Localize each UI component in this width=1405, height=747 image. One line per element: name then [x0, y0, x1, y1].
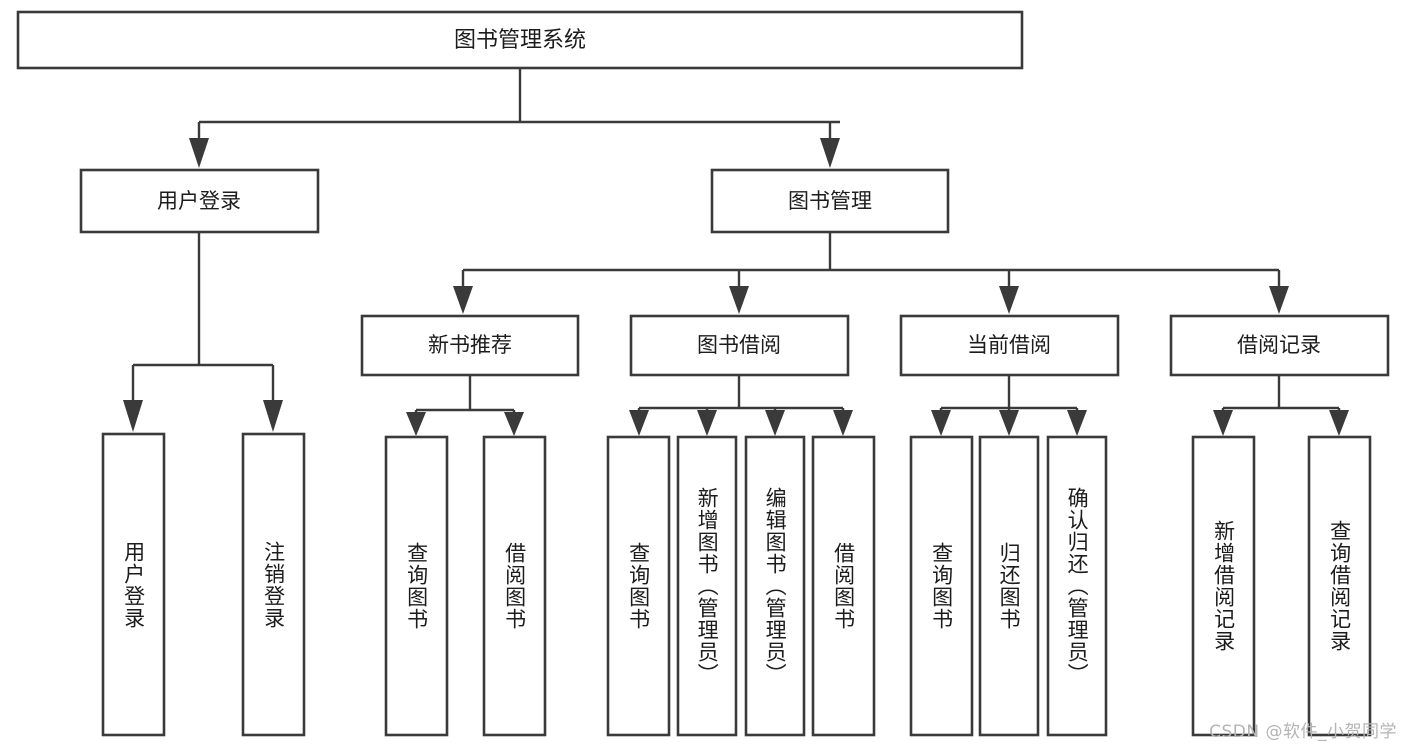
arrow-new-book-leaf2 [504, 412, 524, 436]
node-borrow-record-box[interactable] [1169, 314, 1390, 377]
arrow-to-new-book [453, 286, 473, 314]
node-book-management-box[interactable] [710, 168, 950, 234]
leaf-box-user-login-2[interactable] [241, 432, 306, 737]
node-book-borrow-label: 图书借阅 [697, 333, 781, 357]
arrow-to-borrow-record [1269, 286, 1289, 314]
node-book-borrow-box[interactable] [629, 314, 850, 377]
leaf-boxes-user-login [101, 432, 306, 737]
leaf-box-new-book-2[interactable] [482, 435, 547, 737]
arrow-current-borrow-leaf1 [931, 410, 951, 436]
node-root[interactable]: 图书管理系统 [16, 10, 1024, 70]
arrow-root-to-user-login [189, 138, 209, 168]
arrow-borrow-record-leaf1 [1213, 410, 1233, 436]
arrow-to-book-borrow [729, 286, 749, 314]
leaf-box-current-borrow-1[interactable] [909, 435, 974, 737]
leaf-boxes-book-borrow [606, 435, 876, 737]
arrow-book-borrow-leaf2 [697, 410, 717, 436]
arrow-book-borrow-leaf1 [629, 410, 649, 436]
node-root-box[interactable] [16, 10, 1024, 70]
node-new-book-recommend-box[interactable] [360, 314, 580, 377]
arrow-current-borrow-leaf2 [999, 410, 1019, 436]
node-user-login-box[interactable] [79, 168, 320, 234]
node-root-label: 图书管理系统 [454, 28, 586, 53]
arrow-to-current-borrow [999, 286, 1019, 314]
node-user-login[interactable]: 用户登录 [79, 168, 320, 234]
leaf-box-borrow-record-2[interactable] [1307, 435, 1372, 737]
node-borrow-record[interactable]: 借阅记录 [1169, 314, 1390, 377]
arrow-current-borrow-leaf3 [1067, 410, 1087, 436]
edges-user-login-to-leaves [123, 232, 283, 432]
leaf-box-user-login-1[interactable] [101, 432, 166, 737]
leaf-boxes-borrow-record [1191, 435, 1372, 737]
node-book-borrow[interactable]: 图书借阅 [629, 314, 850, 377]
leaf-box-current-borrow-2[interactable] [978, 435, 1040, 737]
node-new-book-recommend-label: 新书推荐 [428, 333, 512, 357]
node-book-management-label: 图书管理 [788, 189, 872, 213]
leaf-box-borrow-record-1[interactable] [1191, 435, 1256, 737]
node-book-management[interactable]: 图书管理 [710, 168, 950, 234]
node-current-borrow-label: 当前借阅 [967, 333, 1051, 357]
leaf-box-new-book-1[interactable] [384, 435, 449, 737]
arrow-book-borrow-leaf3 [765, 410, 785, 436]
arrow-root-to-book-mgmt [820, 138, 840, 168]
leaf-boxes-new-book-recommend [384, 435, 547, 737]
edges-book-borrow-to-leaves [629, 375, 853, 436]
edges-borrow-record-to-leaves [1213, 375, 1349, 436]
leaf-boxes-current-borrow [909, 435, 1108, 737]
arrow-user-login-leaf1 [123, 400, 143, 432]
arrow-book-borrow-leaf4 [833, 410, 853, 436]
arrow-user-login-leaf2 [263, 400, 283, 432]
edges-current-borrow-to-leaves [931, 375, 1087, 436]
arrow-new-book-leaf1 [406, 412, 426, 436]
leaf-box-book-borrow-2[interactable] [676, 435, 738, 737]
edges-book-mgmt-to-level3 [453, 232, 1289, 314]
leaf-box-book-borrow-1[interactable] [606, 435, 671, 737]
edges-root-to-level2 [189, 68, 840, 168]
node-new-book-recommend[interactable]: 新书推荐 [360, 314, 580, 377]
leaf-box-book-borrow-4[interactable] [811, 435, 876, 737]
leaf-box-current-borrow-3[interactable] [1046, 435, 1108, 737]
node-user-login-label: 用户登录 [157, 189, 241, 213]
node-current-borrow-box[interactable] [899, 314, 1120, 377]
node-borrow-record-label: 借阅记录 [1237, 333, 1321, 357]
csdn-watermark: CSDN @软件_小贺同学 [1209, 722, 1397, 742]
leaf-box-book-borrow-3[interactable] [744, 435, 806, 737]
arrow-borrow-record-leaf2 [1329, 410, 1349, 436]
node-current-borrow[interactable]: 当前借阅 [899, 314, 1120, 377]
edges-new-book-to-leaves [406, 375, 524, 436]
